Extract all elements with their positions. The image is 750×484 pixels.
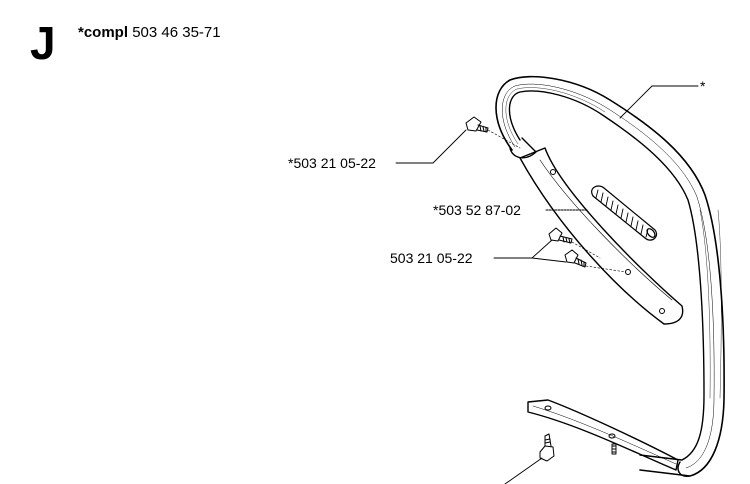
screw-pair-upper bbox=[548, 227, 573, 244]
screw-bottom bbox=[539, 433, 555, 462]
callout-handle: * bbox=[700, 78, 706, 94]
grip-sleeve bbox=[591, 185, 658, 241]
small-pin bbox=[611, 443, 617, 455]
leader-bottom bbox=[504, 457, 543, 484]
handle-tube-inner bbox=[508, 90, 705, 461]
screw-top bbox=[465, 116, 489, 133]
callout-screws-pair: 503 21 05-22 bbox=[390, 250, 473, 266]
bottom-bracket bbox=[527, 399, 679, 471]
handle-tube-outer bbox=[495, 75, 725, 477]
kit-number: 503 46 35-71 bbox=[132, 24, 221, 41]
side-bracket bbox=[519, 147, 684, 325]
section-letter: J bbox=[30, 17, 56, 69]
leader-screw-top bbox=[395, 129, 467, 164]
callout-grip-sleeve: *503 52 87-02 bbox=[433, 202, 521, 218]
kit-part-number: *compl 503 46 35-71 bbox=[78, 24, 221, 41]
kit-prefix: *compl bbox=[78, 24, 129, 41]
screw-pair-lower bbox=[564, 249, 587, 268]
callout-screw-top: *503 21 05-22 bbox=[288, 155, 376, 171]
leader-screws-pair bbox=[493, 239, 567, 263]
leader-handle bbox=[619, 85, 699, 119]
